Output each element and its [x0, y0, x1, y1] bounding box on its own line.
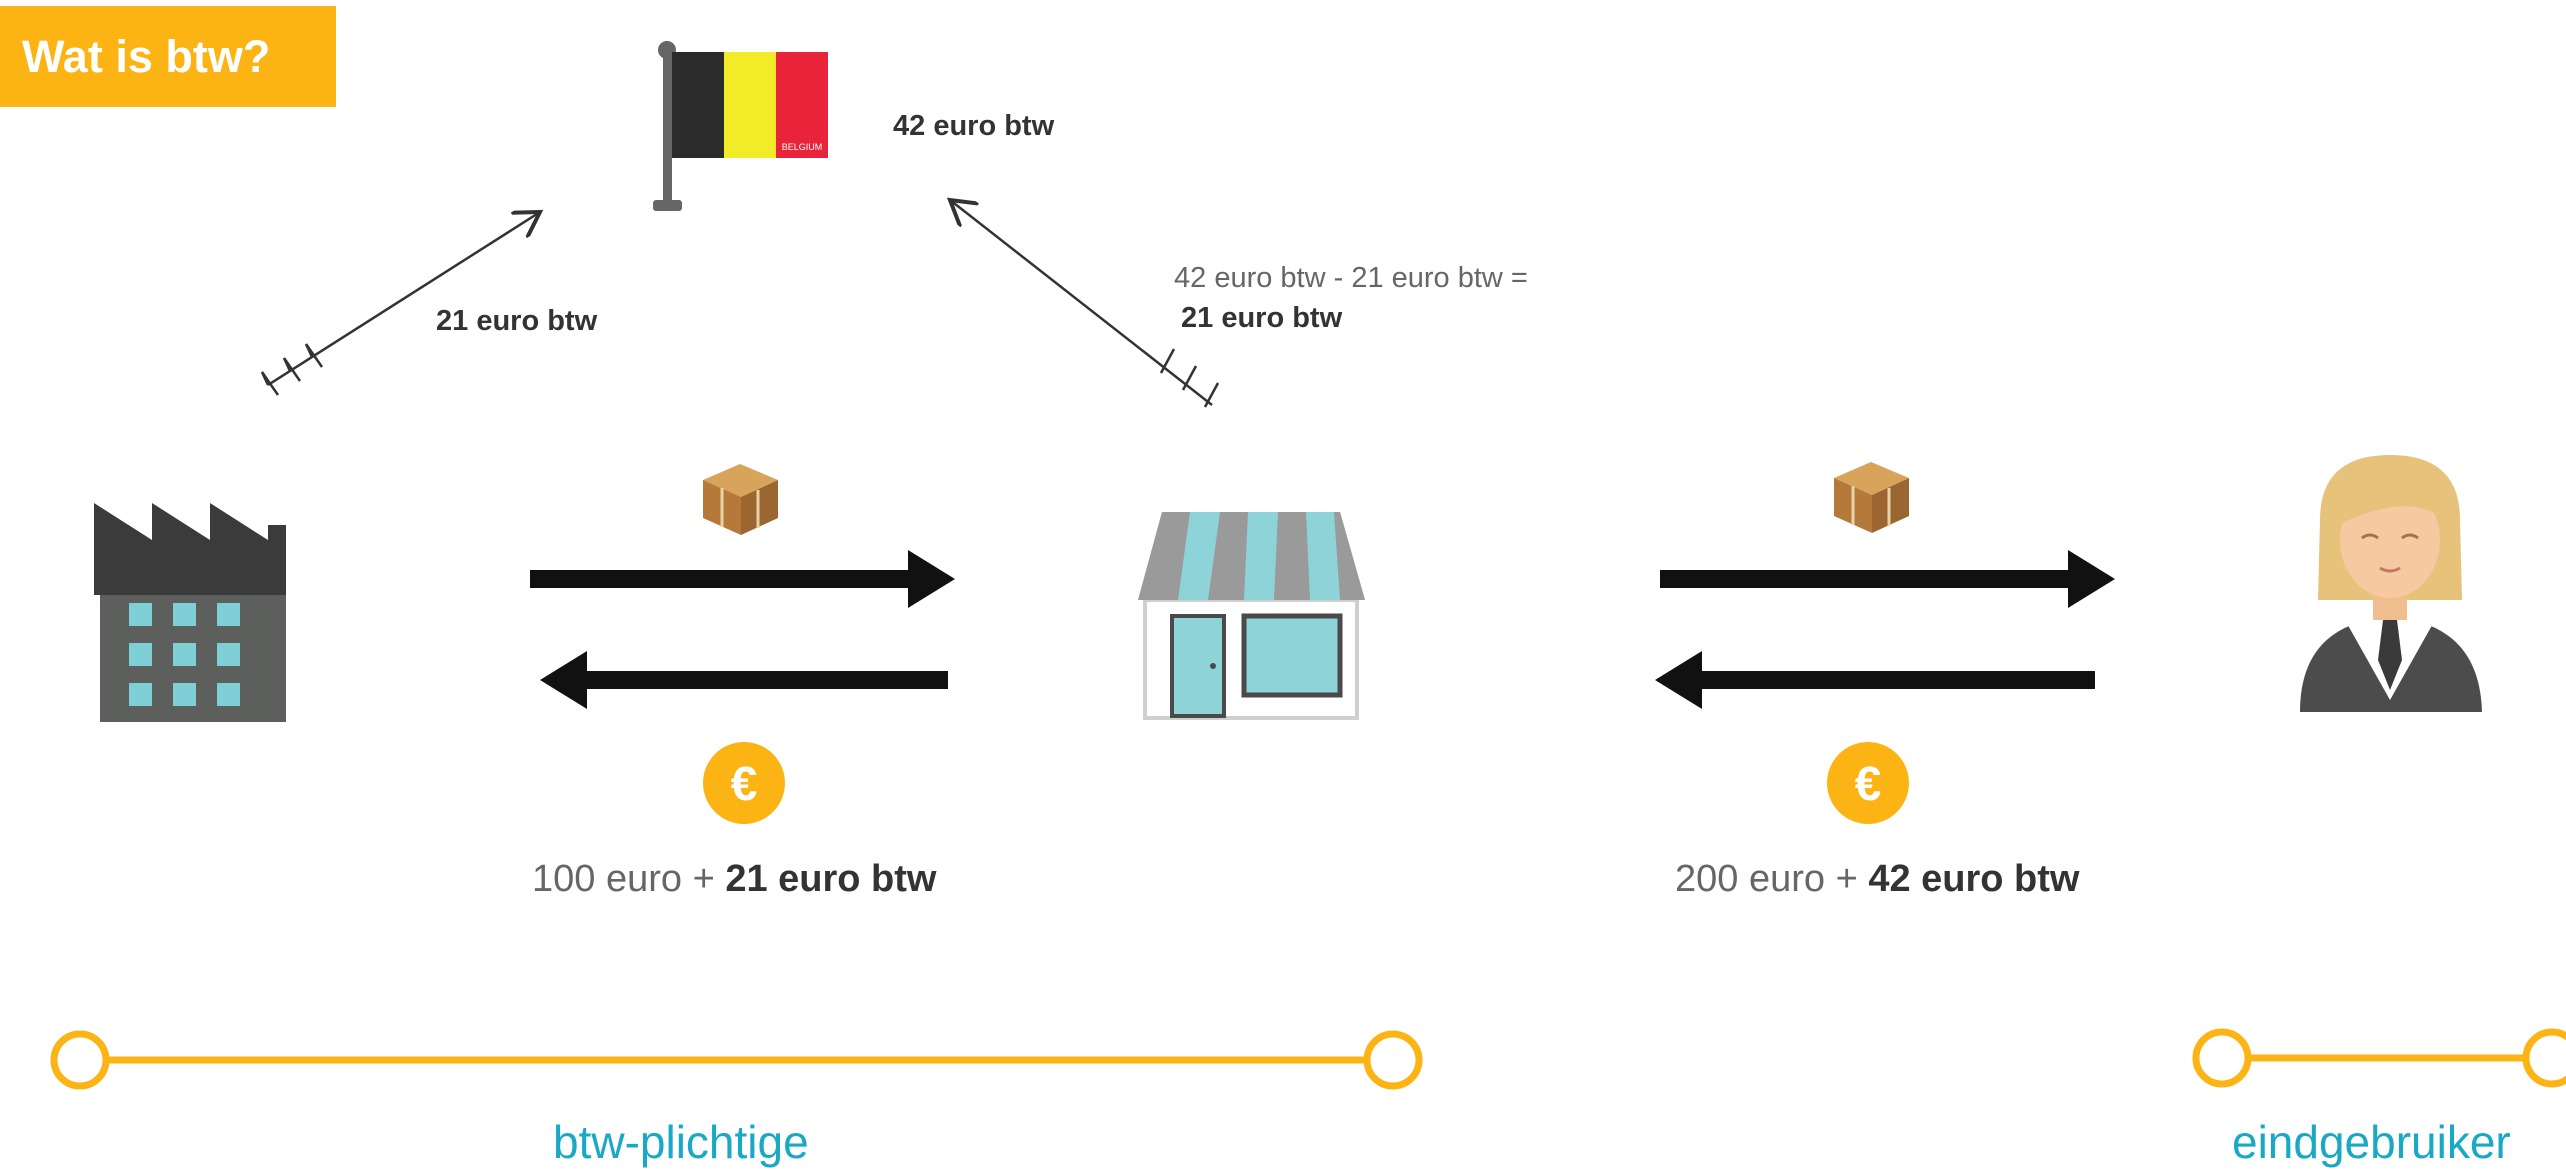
transaction-2-amount: 200 euro + 42 euro btw: [1675, 858, 2079, 901]
transaction-1-base: 100 euro +: [532, 858, 726, 900]
transaction-1-amount: 100 euro + 21 euro btw: [532, 858, 936, 901]
end-user-group-label: eindgebruiker: [2232, 1116, 2511, 1168]
euro-symbol: €: [731, 758, 758, 811]
transaction-2-base: 200 euro +: [1675, 858, 1869, 900]
factory-vat-label: 21 euro btw: [436, 305, 598, 337]
end-user-timeline: [2192, 1028, 2566, 1088]
shop-to-state-arrow: [950, 200, 1220, 408]
goods-arrow-right: [1660, 550, 2115, 608]
money-arrow-left: [1655, 651, 2095, 709]
factory-icon: [94, 503, 286, 722]
title-badge: Wat is btw?: [0, 6, 336, 107]
money-arrow-left: [540, 651, 948, 709]
flag-text: BELGIUM: [782, 142, 823, 152]
euro-coin-icon: €: [1827, 742, 1909, 824]
shop-vat-formula: 42 euro btw - 21 euro btw =: [1174, 262, 1528, 294]
state-vat-label: 42 euro btw: [893, 110, 1055, 142]
box-icon: [703, 464, 778, 535]
person-icon: [2300, 455, 2482, 712]
shop-icon: [1138, 512, 1365, 720]
euro-coin-icon: €: [703, 742, 785, 824]
shop-vat-result: 21 euro btw: [1181, 302, 1343, 334]
euro-symbol: €: [1855, 758, 1882, 811]
taxable-group-label: btw-plichtige: [553, 1116, 809, 1168]
box-icon: [1834, 462, 1909, 533]
goods-arrow-right: [530, 550, 955, 608]
page-title: Wat is btw?: [22, 30, 271, 82]
factory-to-state-arrow: [260, 212, 540, 396]
transaction-2-vat: 42 euro btw: [1868, 858, 2080, 900]
taxable-timeline: [50, 1030, 1423, 1090]
flag-icon: BELGIUM: [653, 41, 828, 211]
transaction-1-vat: 21 euro btw: [725, 858, 937, 900]
